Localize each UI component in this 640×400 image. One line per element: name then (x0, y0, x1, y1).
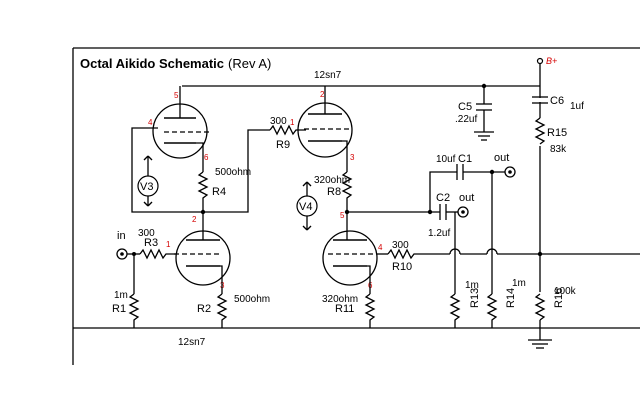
r3-ref: R3 (144, 237, 158, 249)
pin-t2-grid: 1 (166, 240, 171, 249)
input-label: in (117, 230, 126, 242)
resistor-r16 (534, 292, 546, 321)
ground-symbol-main (528, 339, 552, 349)
pin-t4-grid: 4 (378, 243, 383, 252)
r14-value: 1m (512, 278, 526, 289)
r4-value: 500ohm (215, 167, 251, 178)
tube-v2-upper (297, 86, 353, 158)
c6-ref: C6 (550, 95, 564, 107)
tube-v2-lower (322, 230, 378, 286)
capacitor-c5 (476, 103, 492, 111)
c1-ref: C1 (458, 153, 472, 165)
resistor-r10 (387, 248, 424, 260)
r8-value: 320ohm (314, 175, 350, 186)
pin-t3-cathode: 3 (350, 153, 355, 162)
r9-ref: R9 (276, 139, 290, 151)
r1-ref: R1 (112, 303, 126, 315)
pin-t3-plate: 2 (320, 90, 325, 99)
r4-ref: R4 (212, 186, 226, 198)
title-text: Octal Aikido Schematic(Rev A) (80, 56, 271, 71)
resistor-r9 (269, 124, 306, 136)
b-plus-label: B+ (546, 56, 557, 66)
r1-value: 1m (114, 290, 128, 301)
resistor-r2 (216, 293, 228, 328)
tube-type-top: 12sn7 (314, 70, 342, 81)
resistor-r14 (486, 293, 498, 328)
r11-ref: R11 (335, 303, 354, 315)
resistor-r8 (341, 171, 353, 212)
c2-ref: C2 (436, 192, 450, 204)
r16-ref: R16 (553, 288, 565, 308)
resistor-r4 (197, 171, 209, 212)
c5-value: .22uf (455, 114, 477, 125)
capacitor-c2 (439, 204, 447, 220)
pin-t3-grid: 1 (290, 118, 295, 127)
r15-ref: R15 (547, 127, 567, 139)
resistor-r1 (128, 293, 140, 328)
ground-symbol-c5 (474, 131, 494, 141)
meter-v4-label: V4 (299, 201, 312, 213)
output-label-2: out (459, 192, 474, 204)
capacitor-c1 (456, 164, 464, 180)
resistor-r15 (534, 117, 546, 146)
r9-value: 300 (270, 116, 287, 127)
r10-value: 300 (392, 240, 409, 251)
r2-ref: R2 (197, 303, 211, 315)
pin-t1-grid: 4 (148, 118, 153, 127)
r3-value: 300 (138, 228, 155, 239)
meter-v4 (296, 195, 318, 217)
resistor-r11 (364, 293, 376, 328)
resistor-r13 (449, 293, 461, 328)
r13-ref: R13 (469, 288, 481, 308)
meter-v3 (137, 175, 159, 197)
r2-value: 500ohm (234, 294, 270, 305)
tube-v1-lower (174, 230, 231, 286)
capacitor-c6 (532, 96, 548, 104)
r10-ref: R10 (392, 261, 412, 273)
c6-value: 1uf (570, 101, 584, 112)
r14-ref: R14 (505, 288, 517, 308)
pin-t2-plate: 2 (192, 215, 197, 224)
c2-value: 1.2uf (428, 228, 450, 239)
output-label-1: out (494, 152, 509, 164)
c5-ref: C5 (458, 101, 472, 113)
c1-value: 10uf (436, 154, 456, 165)
r8-ref: R8 (327, 186, 341, 198)
r15-value: 83k (550, 144, 567, 155)
pin-t1-plate: 5 (174, 91, 179, 100)
r11-value: 320ohm (322, 294, 358, 305)
pin-t4-plate: 5 (340, 211, 345, 220)
r16-value: 100k (554, 286, 577, 297)
pin-t1-cathode: 6 (204, 153, 209, 162)
b-plus-terminal[interactable] (536, 57, 544, 65)
r13-value: 1m (465, 280, 479, 291)
tube-type-bottom: 12sn7 (178, 337, 206, 348)
resistor-r3 (139, 248, 176, 260)
meter-v3-label: V3 (140, 181, 153, 193)
